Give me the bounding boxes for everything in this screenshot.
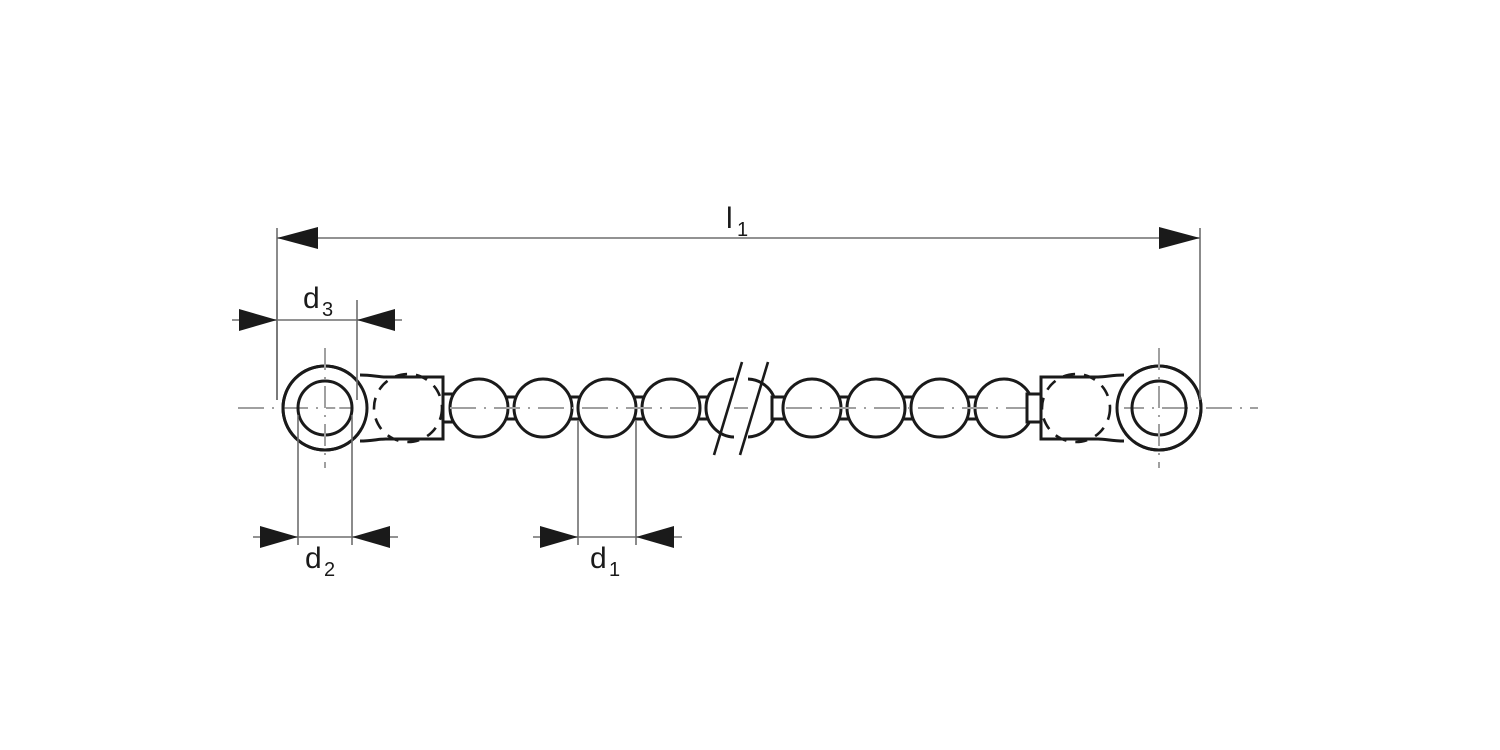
right-hidden-ball [1040, 372, 1112, 444]
arrow-head [1159, 227, 1200, 249]
dimension-d2: d 2 [253, 415, 398, 581]
arrow-head [357, 309, 395, 331]
arrow-head [277, 227, 318, 249]
arrow-head [260, 526, 298, 548]
dimension-d3: d 3 [232, 282, 402, 400]
arrow-head [636, 526, 674, 548]
break-line-left [712, 361, 744, 456]
arrow-head [352, 526, 390, 548]
ball-chain-left-segment [448, 377, 712, 439]
dimension-subscript-d3: 3 [322, 299, 333, 321]
ball-chain-right-segment [781, 377, 1040, 439]
left-eyelet [281, 364, 459, 452]
break-line-right [738, 361, 770, 456]
dimension-l1: l 1 [276, 202, 1201, 400]
right-socket-link [1025, 392, 1043, 424]
right-eyelet-socket [1039, 373, 1125, 443]
dimension-label-d1: d [590, 542, 607, 575]
left-eyelet-socket [359, 373, 445, 443]
dimension-d1: d 1 [533, 420, 682, 581]
dimension-subscript-l1: 1 [737, 219, 748, 241]
dimension-subscript-d2: 2 [324, 559, 335, 581]
dimension-label-d2: d [305, 542, 322, 575]
dimension-subscript-d1: 1 [609, 559, 620, 581]
dimension-label-l1: l [726, 202, 733, 235]
arrow-head [540, 526, 578, 548]
dimension-label-d3: d [303, 282, 320, 315]
arrow-head [239, 309, 277, 331]
